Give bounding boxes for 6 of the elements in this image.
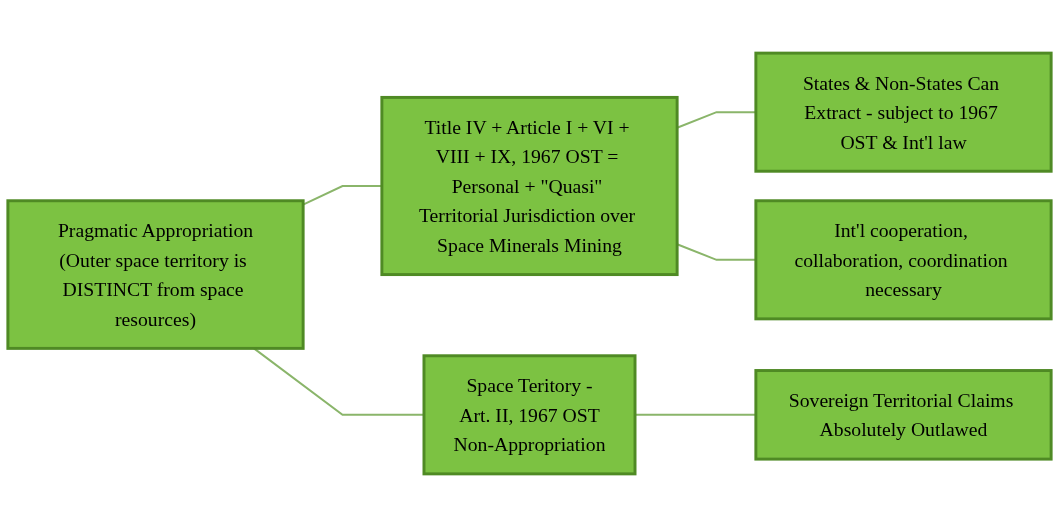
node-box: Space Teritory - Art. II, 1967 OST Non-Appropriation <box>422 354 637 476</box>
node-box: Int'l cooperation, collaboration, coordination necessary <box>754 199 1053 321</box>
node-box: Sovereign Territorial Claims Absolutely Outlawed <box>754 369 1053 461</box>
node-box: States & Non-States Can Extract - subject to 1967 OST & Int'l law <box>754 51 1053 173</box>
node-box: Pragmatic Appropriation (Outer space territory is DISTINCT from space resources) <box>6 199 305 350</box>
node-box: Title IV + Article I + VI + VIII + IX, 1967 OST = Personal + "Quasi" Territorial Jurisdiction over Space Minerals Mining <box>380 95 679 277</box>
